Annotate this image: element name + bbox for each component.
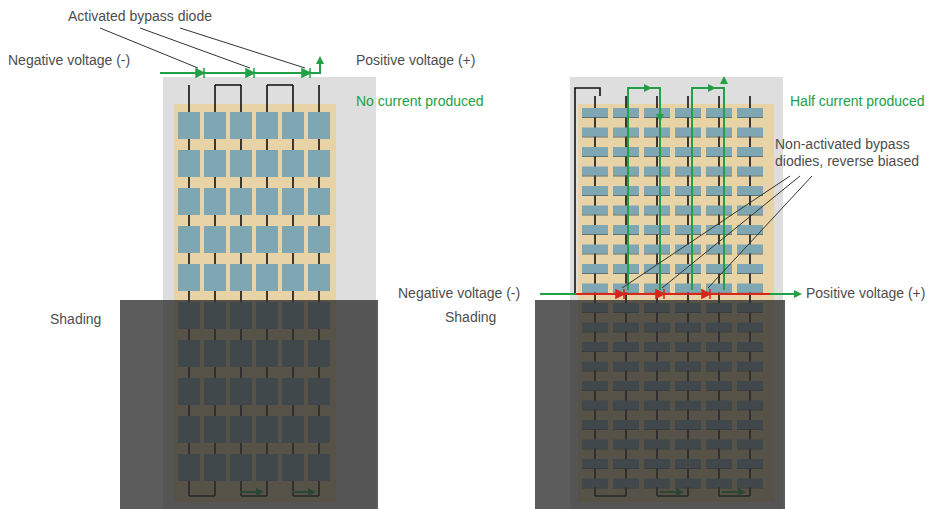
current-path (628, 78, 724, 290)
current-arrow (628, 87, 650, 89)
shading-area (535, 300, 785, 509)
terminal-label: Positive voltage (+) (356, 52, 475, 69)
current-path (540, 293, 576, 295)
status-label: No current produced (356, 93, 484, 110)
terminal-label: Negative voltage (-) (8, 52, 130, 69)
leader-line (100, 28, 812, 288)
current-arrow (692, 87, 714, 89)
diode-label: Non-activated bypass diodies, reverse bi… (775, 136, 935, 170)
diode-label: Activated bypass diode (68, 8, 212, 25)
status-label: Half current produced (790, 93, 925, 110)
terminal-label: Positive voltage (+) (806, 285, 925, 302)
bypass-bus (160, 58, 320, 78)
shading-label: Shading (50, 311, 101, 328)
shading-label: Shading (445, 309, 496, 326)
string-wiring (575, 88, 600, 293)
reverse-biased-diodes (576, 289, 770, 299)
terminal-label: Negative voltage (-) (398, 285, 520, 302)
current-arrow (659, 100, 661, 120)
shading-area (120, 300, 378, 509)
current-path (770, 293, 800, 295)
